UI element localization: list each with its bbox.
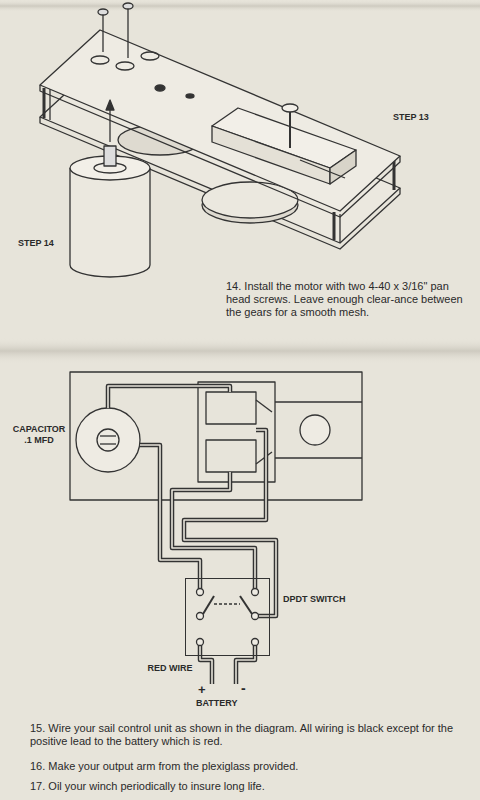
switch-outline (185, 578, 270, 656)
winch-assembly (40, 3, 400, 277)
screw (127, 8, 128, 58)
terminal (197, 589, 204, 596)
terminal (197, 639, 204, 646)
wire (184, 430, 276, 616)
wiring-diagram (70, 372, 362, 684)
output-bar (212, 126, 330, 184)
instruction-text: 15. Wire your sail control unit as shown… (30, 722, 470, 748)
wire (108, 386, 230, 408)
standoff (333, 212, 336, 240)
screw-head (98, 9, 108, 15)
switch-box: DPDT SWITCH (185, 578, 270, 656)
housing-outline (70, 372, 362, 500)
set-screw (300, 160, 345, 178)
rail (275, 401, 362, 402)
polarity-sign: + (198, 682, 206, 698)
hole (141, 52, 159, 60)
hole (116, 62, 134, 70)
motor-body (70, 168, 150, 277)
microswitch-lever (256, 400, 272, 412)
wires (108, 386, 276, 684)
terminal (252, 639, 259, 646)
switch-label: DPDT SWITCH (283, 594, 346, 604)
wire-label: RED WIRE (146, 663, 194, 674)
paper-fold (0, 0, 480, 12)
hole (155, 85, 165, 91)
switch-link (214, 603, 240, 604)
screw (102, 14, 103, 52)
wire (140, 445, 200, 589)
capacitor-symbol (97, 429, 119, 451)
dpdt-terminals (197, 589, 259, 646)
step-label: STEP 14 (18, 238, 54, 249)
polarity-sign: - (241, 680, 246, 697)
wire (236, 645, 255, 684)
instruction-text: 17. Oil your winch periodically to insur… (30, 780, 470, 793)
wire (108, 386, 230, 408)
motor-symbol (76, 408, 140, 472)
cam (300, 415, 330, 445)
standoff (49, 88, 50, 120)
wire (184, 430, 276, 616)
capacitor-plate (100, 435, 116, 436)
switch-lever (203, 596, 214, 614)
capacitor-plate (100, 443, 116, 444)
bar-pin (289, 110, 291, 148)
standoff (393, 160, 396, 190)
terminal (252, 589, 259, 596)
switch-lever (240, 596, 252, 614)
hole (186, 94, 194, 98)
wire (200, 645, 212, 684)
motor-pinion (104, 146, 116, 166)
instruction-text: 16. Make your output arm from the plexig… (30, 760, 470, 773)
instruction-text: 14. Install the motor with two 4-40 x 3/… (226, 280, 470, 320)
screw-head (123, 3, 133, 9)
output-bar (330, 150, 356, 184)
microswitch (206, 440, 256, 472)
rail (275, 457, 362, 458)
step-label: STEP 13 (393, 112, 429, 123)
bar-pin (282, 104, 298, 112)
arrow-head (106, 100, 114, 110)
assembly-arrow (109, 106, 110, 142)
standoff (339, 214, 340, 243)
component-label: CAPACITOR .1 MFD (8, 424, 70, 446)
battery-label: BATTERY (196, 698, 238, 709)
wire (200, 645, 212, 684)
hole (91, 56, 109, 64)
paper-fold (0, 338, 480, 364)
microswitch (206, 392, 256, 424)
wire (236, 645, 255, 684)
